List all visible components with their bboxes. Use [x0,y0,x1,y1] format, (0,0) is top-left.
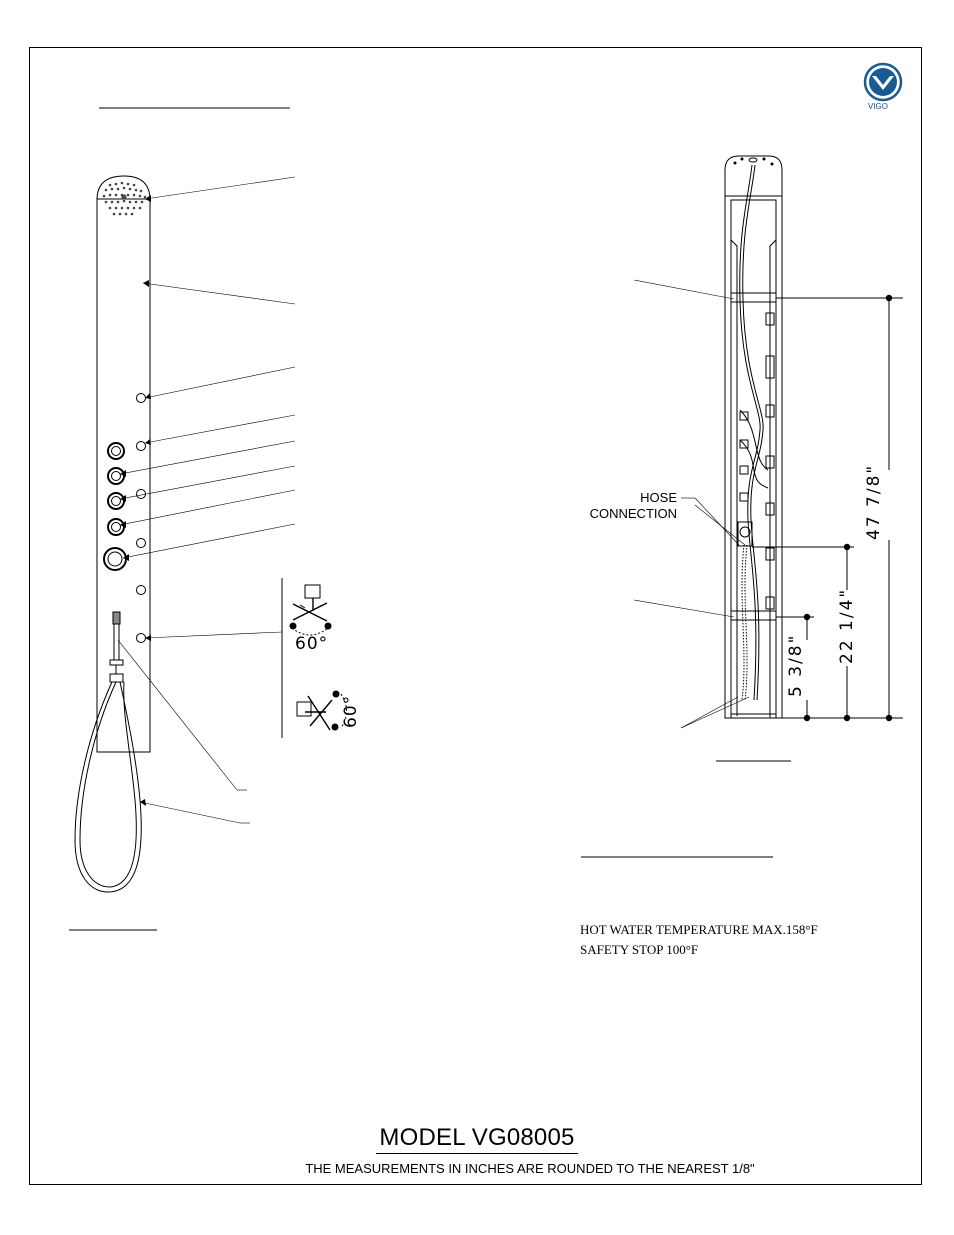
handle-rotation-top [291,584,329,636]
rear-jet-fittings [737,312,775,610]
rotation-stop-icon [324,622,332,630]
model-title-text: MODEL VG08005 [376,1124,578,1154]
front-view-leaders [117,176,296,824]
leader-arrowheads [120,195,151,806]
safety-stop-note: SAFETY STOP 100°F [580,942,699,957]
measurement-footnote: THE MEASUREMENTS IN INCHES ARE ROUNDED T… [305,1161,755,1176]
dimension-middle: 22 1/4" [837,587,857,664]
dimension-endpoints [803,294,893,722]
rear-view-panel [724,155,783,719]
shower-hose [74,681,142,893]
logo-wordmark: VIGO [868,102,889,111]
front-view-panel [96,175,151,753]
vigo-logo-icon [863,62,903,102]
angle-side-label: 60° [341,694,361,728]
angle-top-label: 60° [295,634,329,654]
rotation-stop-icon [331,723,339,731]
rear-top-holes [733,157,774,166]
model-title: MODEL VG08005 [0,1124,954,1154]
diverter-knobs [107,442,125,536]
hand-shower [109,611,124,683]
dimension-total: 47 7/8" [864,463,884,540]
drawing-frame [29,47,922,1185]
body-jets [136,393,146,643]
rotation-stop-icon [289,622,297,630]
rotation-stop-icon [332,690,340,698]
max-temperature-note: HOT WATER TEMPERATURE MAX.158°F [580,922,818,937]
internal-pipes [739,164,769,701]
handle-rotation-side [296,693,347,731]
rear-view-leaders [633,279,750,729]
rain-shower-head [102,181,147,216]
dimension-lower: 5 3/8" [786,633,806,697]
hose-connection-label: HOSE CONNECTION [589,490,677,521]
thermostatic-knob [103,547,127,571]
